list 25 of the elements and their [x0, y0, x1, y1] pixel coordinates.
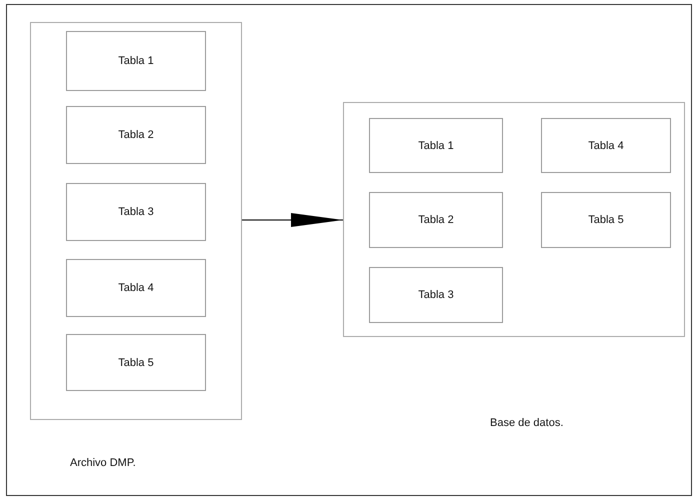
caption: Base de datos.: [490, 417, 564, 429]
table-box: [66, 334, 206, 391]
table-label: Tabla 5: [118, 356, 154, 368]
table-label: Tabla 5: [588, 214, 624, 226]
table-box: [541, 192, 671, 248]
table-box: [369, 192, 503, 248]
table-label: Tabla 3: [118, 206, 154, 218]
table-box: [66, 183, 206, 241]
table-box: [66, 31, 206, 91]
table-box: [66, 259, 206, 317]
table-box: [369, 118, 503, 173]
table-label: Tabla 1: [118, 55, 154, 67]
table-box: [66, 106, 206, 164]
table-label: Tabla 1: [418, 140, 454, 152]
container-box: [343, 102, 685, 337]
container-box: [30, 22, 242, 420]
table-label: Tabla 3: [418, 289, 454, 301]
table-label: Tabla 2: [418, 214, 454, 226]
table-label: Tabla 4: [588, 140, 624, 152]
table-box: [541, 118, 671, 173]
arrow: [242, 213, 344, 227]
table-box: [369, 267, 503, 323]
table-label: Tabla 2: [118, 129, 154, 141]
caption: Archivo DMP.: [70, 457, 136, 469]
table-label: Tabla 4: [118, 282, 154, 294]
